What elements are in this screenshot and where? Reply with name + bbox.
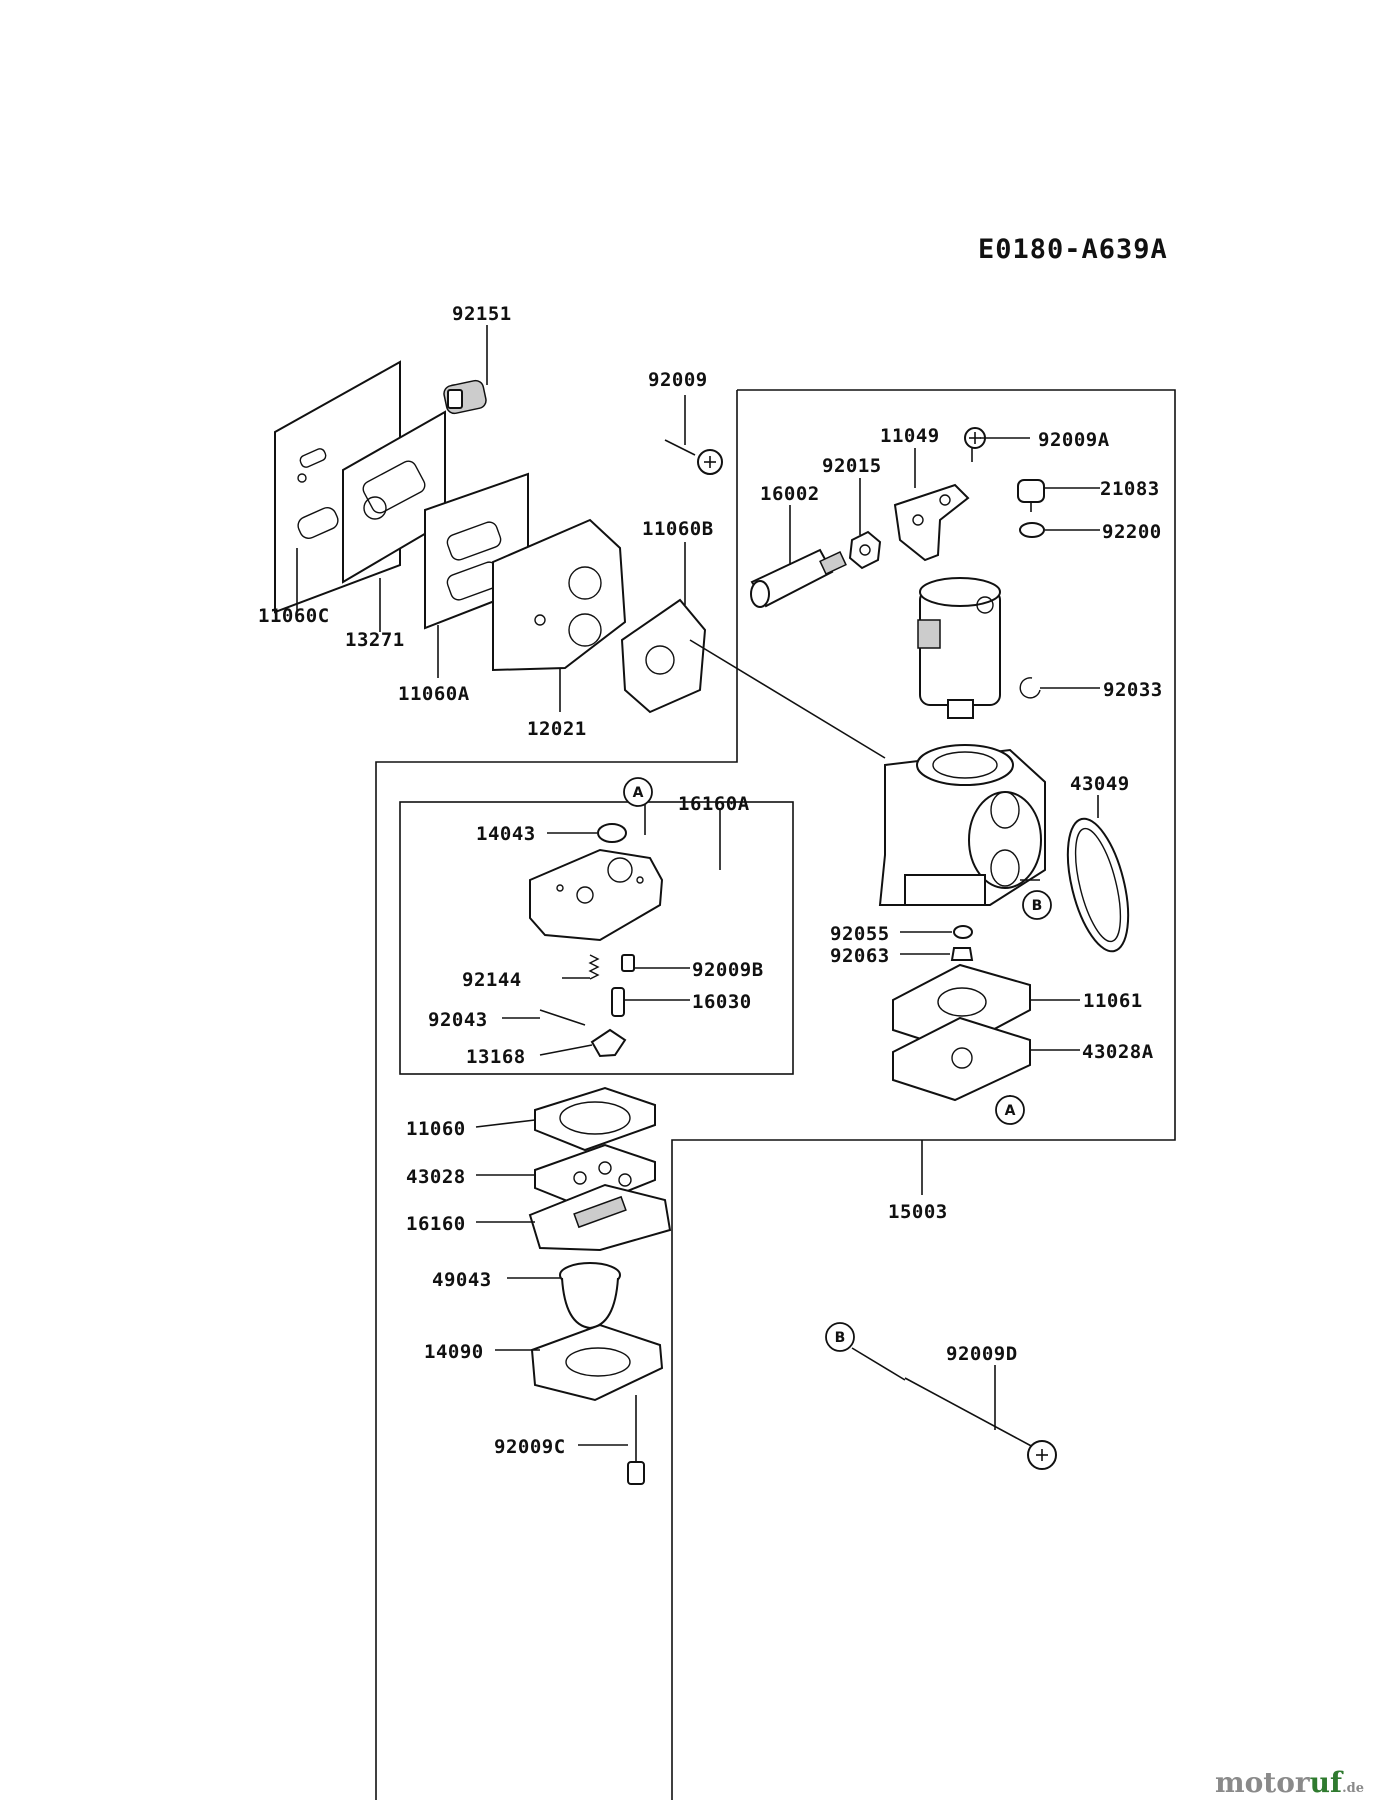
part-label-16002: 16002 [760,483,820,505]
part-label-16160A: 16160A [678,793,750,815]
insulator-12021 [492,518,627,672]
part-labels: 92151 92009 11060C 13271 11060A 12021 11… [258,303,1163,1458]
subassembly-frame-16160A [399,801,794,1075]
screw-92009A [964,427,986,462]
part-label-92063: 92063 [830,945,890,967]
gasket-43049 [1066,817,1130,953]
screw-92009B [621,954,635,972]
part-label-92043: 92043 [428,1009,488,1031]
part-label-16030: 16030 [692,991,752,1013]
ref-marker-b-bolt: B [825,1322,855,1352]
part-label-11060: 11060 [406,1118,466,1140]
filter-14043 [597,823,627,843]
part-label-15003: 15003 [888,1201,948,1223]
part-label-92009D: 92009D [946,1343,1018,1365]
leader-lines [296,325,1100,1446]
screw-92009C [627,1395,645,1485]
carburetor-body [878,744,1046,906]
part-label-11060B: 11060B [642,518,714,540]
part-label-11049: 11049 [880,425,940,447]
spring-92144 [588,954,600,980]
part-label-13271: 13271 [345,629,405,651]
part-label-92009C: 92009C [494,1436,566,1458]
washer-92200 [1019,522,1045,538]
part-label-12021: 12021 [527,718,587,740]
part-label-11060C: 11060C [258,605,330,627]
part-label-92009B: 92009B [692,959,764,981]
part-label-16160: 16160 [406,1213,466,1235]
screw-21083 [1017,479,1045,512]
part-label-92055: 92055 [830,923,890,945]
diaphragm-43028 [534,1143,656,1210]
gasket-11061 [892,963,1031,1052]
part-label-43049: 43049 [1070,773,1130,795]
part-label-43028: 43028 [406,1166,466,1188]
assembly-frame-15003 [375,389,1176,1800]
gasket-11060 [534,1086,656,1152]
throttle-valve-assembly [917,577,1001,719]
clip-92033 [1019,677,1041,699]
part-label-43028A: 43028A [1082,1041,1154,1063]
pump-cover-16160A [529,848,664,942]
part-label-92200: 92200 [1102,521,1162,543]
svg-text:A: A [1005,1103,1016,1119]
part-label-92015: 92015 [822,455,882,477]
ref-marker-a-lower: A [995,1095,1025,1125]
part-label-92151: 92151 [452,303,512,325]
part-label-92009: 92009 [648,369,708,391]
plug-92063 [950,947,974,961]
part-label-14043: 14043 [476,823,536,845]
diaphragm-43028A [892,1016,1031,1102]
ref-marker-b-body: B [1022,890,1052,920]
part-label-92144: 92144 [462,969,522,991]
diagram-code: E0180-A639A [978,234,1168,265]
part-label-11061: 11061 [1083,990,1143,1012]
nut-92015 [848,530,882,570]
part-label-11060A: 11060A [398,683,470,705]
needle-16030 [611,987,625,1017]
screw-92009 [664,439,723,475]
pin-92043 [539,1009,586,1026]
svg-text:B: B [1032,898,1043,914]
svg-text:B: B [835,1330,846,1346]
part-label-21083: 21083 [1100,478,1160,500]
part-label-13168: 13168 [466,1046,526,1068]
part-label-49043: 49043 [432,1269,492,1291]
screw-92009D [904,1377,1057,1470]
primer-bulb-49043 [559,1262,621,1330]
gasket-11060B [620,598,707,714]
screw-92151 [443,379,487,415]
watermark: motoruf.de [1215,1766,1364,1799]
lever-11049 [893,483,970,562]
part-label-92033: 92033 [1103,679,1163,701]
cover-14090 [530,1323,664,1402]
svg-text:A: A [633,785,644,801]
lever-13168 [590,1028,627,1058]
pump-body-16160 [528,1183,672,1252]
part-label-14090: 14090 [424,1341,484,1363]
ref-marker-a-upper: A [623,777,653,807]
o-ring-92055 [953,925,973,939]
part-label-92009A: 92009A [1038,429,1110,451]
sleeve-16002 [750,548,847,608]
